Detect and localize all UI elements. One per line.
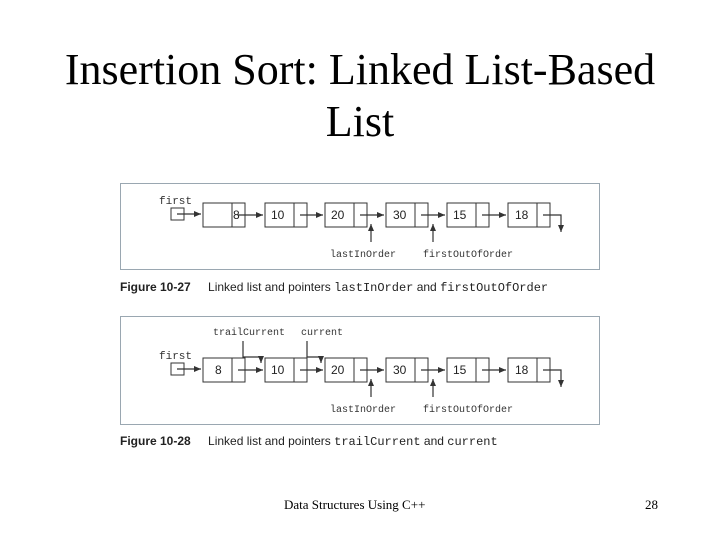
node-1-value: 8: [233, 208, 240, 222]
slide-title-line1: Insertion Sort: Linked List-Based: [64, 45, 656, 94]
null-terminator-arrow: [543, 214, 564, 232]
current-label: current: [301, 328, 343, 339]
page-number: 28: [645, 497, 658, 512]
caption-text: Linked list and pointers: [208, 434, 331, 448]
figure-10-27-diagram: first 8 10 20 30 15: [120, 183, 600, 270]
caption-and: and: [423, 434, 444, 448]
node-6-value: 18: [515, 208, 529, 222]
node-3-value: 20: [331, 363, 345, 377]
current-arrow: [306, 341, 324, 363]
caption-code-2: current: [447, 435, 498, 449]
slide-title: Insertion Sort: Linked List-Based List: [0, 44, 720, 148]
linked-list-diagram-1: first 8 10 20 30 15: [159, 196, 564, 261]
caption-and: and: [416, 280, 437, 294]
slide-footer: Data Structures Using C++: [284, 497, 426, 512]
caption-text: Linked list and pointers: [208, 280, 331, 294]
null-terminator-arrow: [543, 369, 564, 387]
node-3-value: 20: [331, 208, 345, 222]
node-1: 8: [202, 357, 246, 383]
node-2: 10: [264, 357, 308, 383]
node-5-value: 15: [453, 363, 467, 377]
head-label: first: [159, 196, 192, 208]
node-1-value: 8: [215, 363, 222, 377]
node-4-value: 30: [393, 208, 407, 222]
caption-code-1: lastInOrder: [334, 281, 414, 295]
slide-title-line2: List: [325, 97, 395, 146]
caption-code-1: trailCurrent: [334, 435, 421, 449]
caption-code-2: firstOutOfOrder: [440, 281, 549, 295]
figure-10-28-diagram: trailCurrent current first 8 10 20 30: [120, 316, 600, 425]
node-6-value: 18: [515, 363, 529, 377]
trail-current-arrow: [242, 341, 264, 363]
linked-list-diagram-2: trailCurrent current first 8 10 20 30: [159, 327, 564, 416]
figure-10-28-caption: Figure 10-28 Linked list and pointers tr…: [120, 434, 498, 449]
node-5-value: 15: [453, 208, 467, 222]
figure-number: Figure 10-27: [120, 280, 191, 294]
node-4-value: 30: [393, 363, 407, 377]
last-in-order-label: lastInOrder: [330, 249, 396, 261]
figure-10-27-caption: Figure 10-27 Linked list and pointers la…: [120, 280, 548, 295]
node-1: 8: [202, 202, 246, 228]
figure-number: Figure 10-28: [120, 434, 191, 448]
head-label: first: [159, 351, 192, 363]
node-3: 20: [324, 357, 368, 383]
node-2-value: 10: [271, 208, 285, 222]
first-out-of-order-label: firstOutOfOrder: [423, 249, 513, 261]
node-2-value: 10: [271, 363, 285, 377]
last-in-order-label: lastInOrder: [330, 404, 396, 416]
first-out-of-order-label: firstOutOfOrder: [423, 404, 513, 416]
trail-current-label: trailCurrent: [213, 327, 285, 339]
